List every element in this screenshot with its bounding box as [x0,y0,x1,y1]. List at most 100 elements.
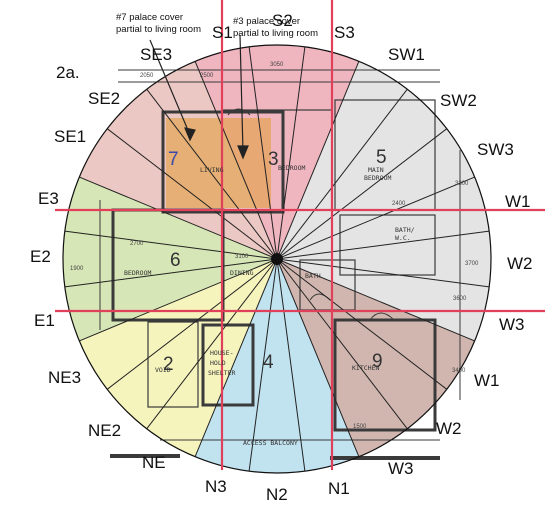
label-w3-lower: W3 [388,459,414,478]
label-se3: SE3 [140,45,172,64]
label-ne3: NE3 [48,368,81,387]
void-wall [147,321,199,408]
compass-sector [107,259,277,429]
palace-4: 4 [263,352,274,373]
compass-spoke [276,258,448,390]
arrow-7-head [184,127,196,142]
main-bedroom-label: BEDROOM [364,174,391,182]
compass-spoke [276,46,306,260]
palace-numbers: 7 3 5 6 2 4 9 [163,147,387,375]
household-shelter-wall [201,323,255,407]
compass-spoke [276,128,448,260]
dim-3100: 3100 [235,254,249,260]
arrow-3-head [237,145,249,160]
label-w2: W2 [507,254,533,273]
compass-sector [79,259,277,390]
note-3-line1: #3 palace cover [233,16,300,27]
shelter-label: SHELTER [208,369,235,377]
dining-label: DINING [230,269,254,277]
label-w1-lower: W1 [474,371,500,390]
compass-spoke [276,230,490,260]
note-7-line1: #7 palace cover [116,12,183,23]
compass-sector [277,259,475,390]
living-label: LIVING [200,166,224,174]
dim-3600: 3600 [453,296,467,302]
label-sw2: SW2 [440,91,477,110]
label-w3: W3 [499,315,525,334]
palace-5: 5 [376,147,387,168]
compass-sector [277,89,447,259]
bedroom-west-label: BEDROOM [124,269,151,277]
label-s3: S3 [334,23,355,42]
door-swing-1 [227,108,251,116]
dim-3700: 3700 [465,261,479,267]
compass-spoke [276,258,490,288]
label-se2: SE2 [88,89,120,108]
label-s1: S1 [212,23,233,42]
dim-3300: 3300 [455,181,469,187]
dim-2500: 2500 [200,73,214,79]
label-n1: N1 [328,479,350,498]
arrow-3-line [239,34,244,153]
living-room-fill [166,118,271,208]
compass-spoke [276,258,360,457]
dim-2050: 2050 [140,73,154,79]
palace-7: 7 [168,149,179,170]
compass-spoke [79,258,278,342]
household2-label: HOLD [210,359,226,367]
label-e1: E1 [34,311,55,330]
compass-spoke [276,258,408,430]
compass-spoke [194,61,278,260]
compass-spoke [146,258,278,430]
compass-sector [277,259,447,429]
void-label: VOID [155,366,171,374]
compass-spoke [106,258,278,390]
compass-outer-circle [62,44,492,474]
compass-spoke [146,88,278,260]
arrow-7-line [149,39,191,136]
compass-sector [277,177,490,259]
label-s2: S2 [272,11,293,30]
direction-labels: S1 S2 S3 SE3 SE2 SE1 E3 E2 E1 NE3 NE2 NE… [30,11,533,504]
dim-1500: 1500 [353,424,367,430]
compass-spoke [276,176,475,260]
door-swing-3 [369,312,395,321]
annotation-arrows [149,34,249,160]
label-ne1: NE [142,453,166,472]
compass-spoke [64,258,278,288]
label-n2: N2 [266,485,288,504]
label-w2-lower: W2 [436,419,462,438]
compass-spokes [64,46,490,472]
floor-plan [99,69,461,460]
compass-sector [277,231,492,287]
figure-label: 2a. [56,63,80,82]
label-e3: E3 [38,189,59,208]
compass-spoke [276,258,306,472]
compass-spoke [276,61,360,260]
bedroom-label: BEDROOM [278,164,305,172]
compass-sector [249,259,305,474]
compass-spoke [276,258,475,342]
lo-shu-grid [55,0,545,470]
kitchen-wall [333,318,437,432]
label-w1: W1 [505,192,531,211]
compass-spoke [194,258,278,457]
compass-sector [277,128,475,259]
label-sw1: SW1 [388,45,425,64]
note-3-line2: partial to living room [233,28,318,39]
compass-sector [62,231,277,287]
label-se1: SE1 [54,127,86,146]
dim-3400: 3400 [452,368,466,374]
main-label: MAIN [368,166,384,174]
bath-wall [339,214,436,276]
compass-spoke [64,230,278,260]
label-sw3: SW3 [477,140,514,159]
compass-center [271,253,283,265]
compass-spoke [248,258,278,472]
dim-1900: 1900 [70,266,84,272]
compass-sector [277,259,408,457]
label-ne2: NE2 [88,421,121,440]
compass-spoke [276,88,408,260]
access-balcony-label: ACCESS BALCONY [243,439,298,447]
